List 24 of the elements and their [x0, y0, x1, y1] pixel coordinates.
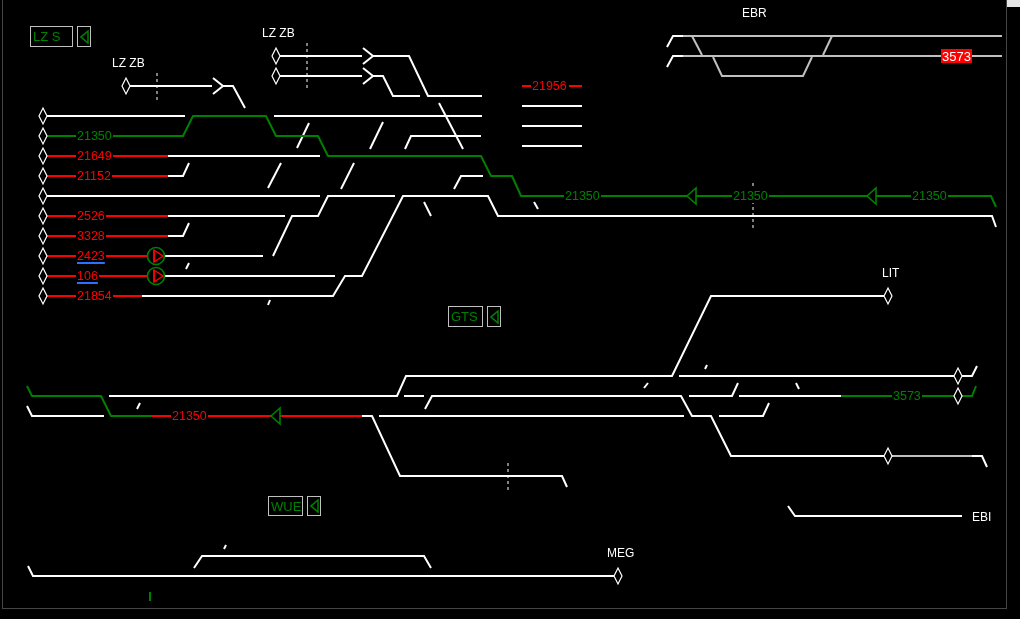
train-number-label: 106 [76, 269, 99, 283]
train-number-label: 21350 [76, 129, 113, 143]
station-box: LZ S [30, 26, 73, 47]
station-name-label: LZ ZB [111, 56, 146, 70]
train-number-label: 21350 [171, 409, 208, 423]
train-number-label: 21649 [76, 149, 113, 163]
train-number-label: 21152 [76, 169, 112, 183]
train-number-label: 3328 [76, 229, 106, 243]
train-number-label: 2423 [76, 249, 106, 263]
train-number-label: 3573 [892, 389, 922, 403]
train-number-label: 21956 [531, 79, 568, 93]
train-number-label: 21350 [911, 189, 948, 203]
train-number-label: 2526 [76, 209, 106, 223]
station-name-label: LIT [881, 266, 901, 280]
station-name-label: EBR [741, 6, 768, 20]
train-number-tag: 3573 [941, 49, 972, 63]
train-number-label: 21350 [732, 189, 769, 203]
station-name-label: EBI [971, 510, 993, 524]
train-number-label: 21350 [564, 189, 601, 203]
station-box: WUE [268, 496, 303, 516]
train-number-label: 21854 [76, 289, 113, 303]
station-name-label: MEG [606, 546, 636, 560]
station-name-label: LZ ZB [261, 26, 296, 40]
station-box: GTS [448, 306, 483, 327]
